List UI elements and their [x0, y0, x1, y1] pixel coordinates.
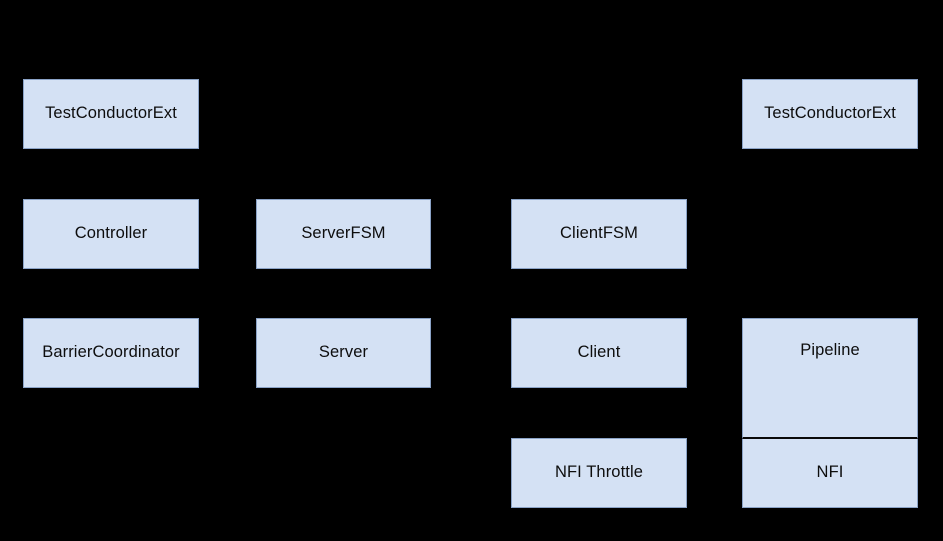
node-barrier-coordinator[interactable]: BarrierCoordinator: [23, 318, 199, 388]
node-nfi-throttle[interactable]: NFI Throttle: [511, 438, 687, 508]
node-client-fsm[interactable]: ClientFSM: [511, 199, 687, 269]
node-label-barrier-coordinator: BarrierCoordinator: [42, 343, 180, 362]
node-pipeline[interactable]: Pipeline: [742, 318, 918, 439]
node-label-controller: Controller: [74, 224, 148, 243]
node-test-conductor-ext-left[interactable]: TestConductorExt: [23, 79, 199, 149]
node-label-test-conductor-ext-left: TestConductorExt: [45, 104, 177, 123]
node-client[interactable]: Client: [511, 318, 687, 388]
node-label-test-conductor-ext-right: TestConductorExt: [764, 104, 896, 123]
node-label-pipeline: Pipeline: [800, 341, 860, 359]
node-label-nfi-throttle: NFI Throttle: [554, 463, 643, 482]
node-server[interactable]: Server: [256, 318, 431, 388]
node-label-client-fsm: ClientFSM: [560, 224, 638, 243]
node-label-nfi: NFI: [816, 463, 844, 482]
node-server-fsm[interactable]: ServerFSM: [256, 199, 431, 269]
node-label-client: Client: [577, 343, 621, 362]
node-nfi[interactable]: NFI: [742, 439, 918, 508]
node-label-server: Server: [318, 343, 369, 362]
node-controller[interactable]: Controller: [23, 199, 199, 269]
node-test-conductor-ext-right[interactable]: TestConductorExt: [742, 79, 918, 149]
node-label-server-fsm: ServerFSM: [301, 224, 386, 243]
